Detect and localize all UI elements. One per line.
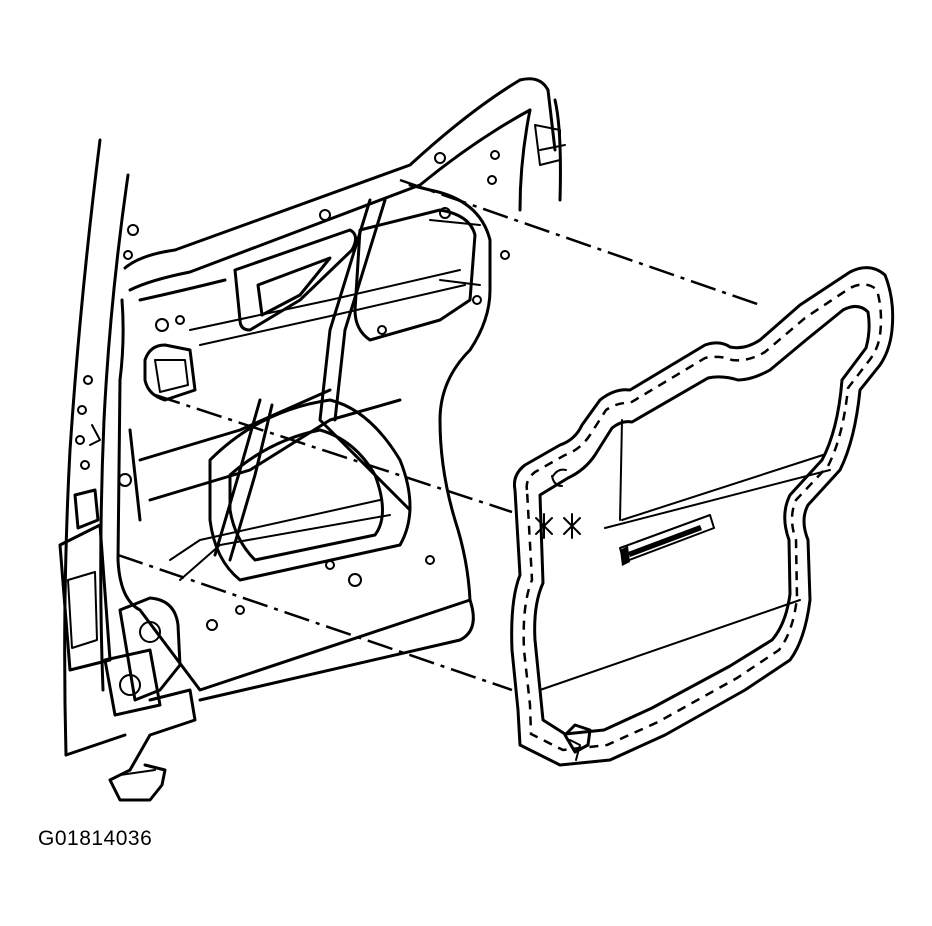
inner-door-panel — [116, 183, 492, 702]
alignment-lines — [117, 178, 761, 692]
figure-id: G01814036 — [38, 827, 153, 850]
panel-holes — [75, 150, 510, 631]
water-deflector — [510, 266, 895, 767]
star-markers — [535, 513, 581, 539]
door-hinges — [58, 488, 197, 802]
door-frame — [63, 77, 566, 757]
deflector-label-plate — [619, 514, 715, 566]
